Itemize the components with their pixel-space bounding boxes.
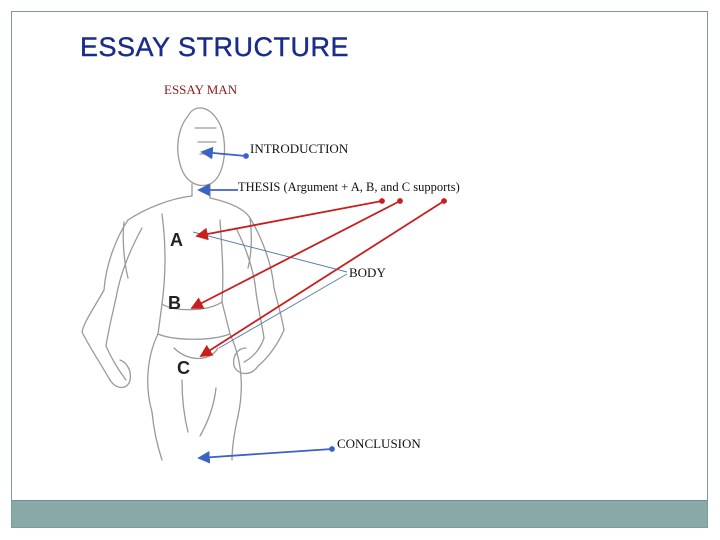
slide: ESSAY STRUCTURE ESSAY MAN INTRODUCTION T… <box>11 11 708 528</box>
footer-bar <box>12 500 707 527</box>
support-b-letter: B <box>168 293 181 313</box>
conclusion-arrow <box>197 446 335 464</box>
red-arrows <box>190 198 447 357</box>
body-label: BODY <box>349 265 386 280</box>
conclusion-label: CONCLUSION <box>337 436 421 451</box>
arrow-to-a <box>195 198 385 241</box>
blue-arrows <box>197 146 335 464</box>
body-connector-lines <box>192 231 348 349</box>
introduction-label: INTRODUCTION <box>250 141 349 156</box>
essay-man-diagram <box>81 107 447 464</box>
support-c-letter: C <box>177 358 190 378</box>
diagram-subtitle: ESSAY MAN <box>164 82 238 97</box>
introduction-arrow <box>200 146 249 160</box>
page-title: ESSAY STRUCTURE <box>80 32 350 62</box>
mannequin-figure <box>81 107 285 461</box>
thesis-label: THESIS (Argument + A, B, and C supports) <box>238 180 460 194</box>
support-a-letter: A <box>170 230 183 250</box>
arrow-to-c <box>199 198 447 357</box>
